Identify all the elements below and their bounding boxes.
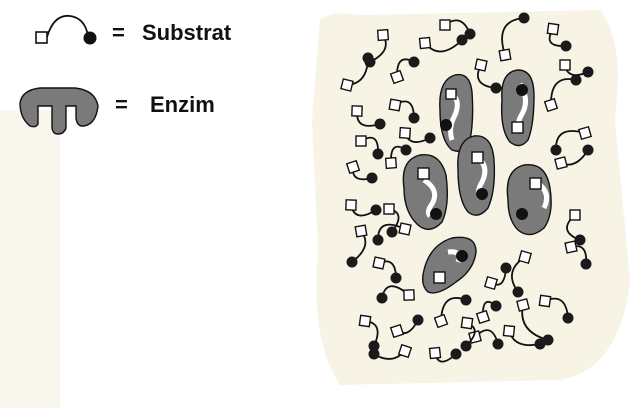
substrate-molecule [351,105,386,130]
enzyme-with-substrate [506,164,552,236]
substrate-molecule [355,135,384,160]
substrate-molecule [543,74,582,113]
substrate-molecule-icon [35,14,97,45]
substrate-molecule [372,256,402,284]
substrate-molecule [345,199,382,217]
substrate-molecule [460,316,476,352]
enzyme-with-substrate [500,69,535,147]
substrate-molecule [428,346,462,363]
substrate-molecule [439,19,476,40]
enzyme-with-substrate [402,153,449,230]
substrate-equals: = [112,20,125,45]
substrate-molecule [566,209,586,246]
enzyme-icon [19,87,99,135]
substrate-molecule [345,159,378,184]
substrate-molecule [498,12,530,62]
substrate-molecule [340,52,374,92]
substrate-molecule [389,56,420,85]
substrate-cluster [340,12,594,363]
substrate-molecule [546,22,572,52]
enzyme-with-substrate [457,135,496,216]
substrate-molecule [368,343,413,360]
substrate-molecule [538,294,574,324]
substrate-molecule [483,262,512,291]
substrate-molecule [554,144,594,170]
substrate-molecule [388,98,420,124]
substrate-molecule [358,314,380,352]
enzyme-with-substrate [439,73,474,152]
substrate-molecule [372,222,412,246]
substrate-molecule [418,34,468,53]
substrate-molecule [550,125,593,156]
legend-substrate: = Substrat [35,14,232,45]
substrate-molecule [383,203,400,238]
substrate-molecule [376,285,415,304]
substrate-molecule [511,249,533,298]
enzyme-label: Enzim [150,92,215,117]
substrate-molecule [502,324,546,350]
substrate-molecule [474,58,502,94]
substrate-molecule [384,144,412,170]
substrate-molecule [433,294,472,329]
substrate-molecule [398,126,436,144]
substrate-molecule [564,240,592,270]
enzyme-cluster [402,69,552,294]
substrate-molecule [475,300,502,325]
enzyme-equals: = [115,92,128,117]
enzyme-with-substrate [421,236,477,294]
substrate-label: Substrat [142,20,232,45]
substrate-molecule [346,224,368,268]
legend-enzyme: = Enzim [19,87,215,135]
substrate-molecule [389,314,424,339]
substrate-molecule [559,59,594,78]
